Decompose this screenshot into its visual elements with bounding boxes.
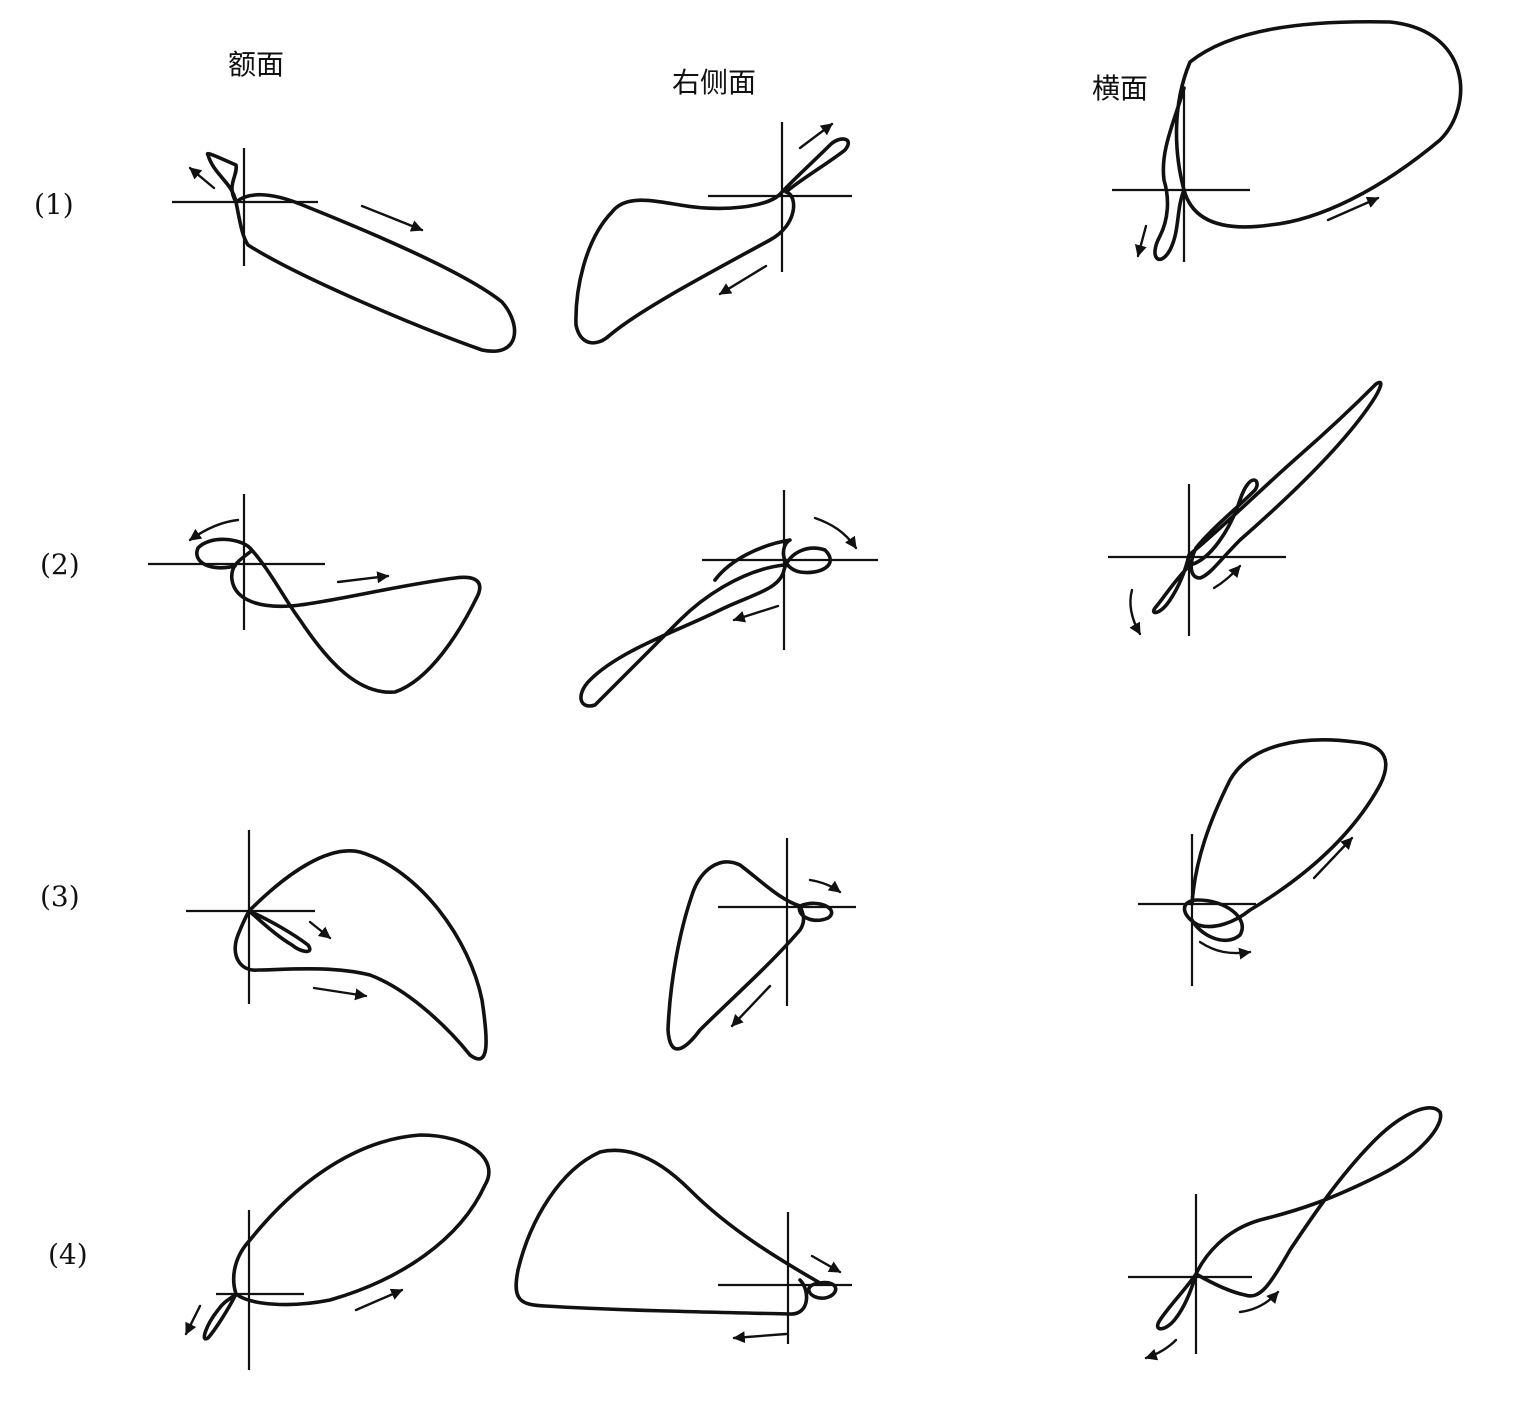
loop-row2-right-sagittal [579, 490, 878, 708]
column-title-frontal: 额面 [228, 48, 284, 81]
column-title-right-sagittal: 右侧面 [672, 66, 756, 99]
loop-row4-horizontal [1128, 1106, 1443, 1361]
loop-row1-horizontal [1112, 19, 1463, 262]
loop-row3-frontal [186, 830, 488, 1061]
loop-row2-frontal [148, 494, 482, 694]
loop-row3-horizontal [1138, 738, 1388, 986]
row-label-1: (1) [34, 188, 74, 221]
loop-row1-right-sagittal [574, 122, 852, 345]
loop-row3-right-sagittal [666, 838, 856, 1051]
loop-row4-right-sagittal [514, 1148, 852, 1344]
row-label-3: (3) [40, 880, 80, 913]
loop-row4-frontal [184, 1133, 491, 1370]
row-label-4: (4) [48, 1238, 88, 1271]
row-label-2: (2) [40, 548, 80, 581]
column-title-horizontal: 横面 [1092, 72, 1148, 105]
loop-row1-frontal [172, 148, 517, 353]
loop-row2-horizontal [1108, 380, 1383, 636]
